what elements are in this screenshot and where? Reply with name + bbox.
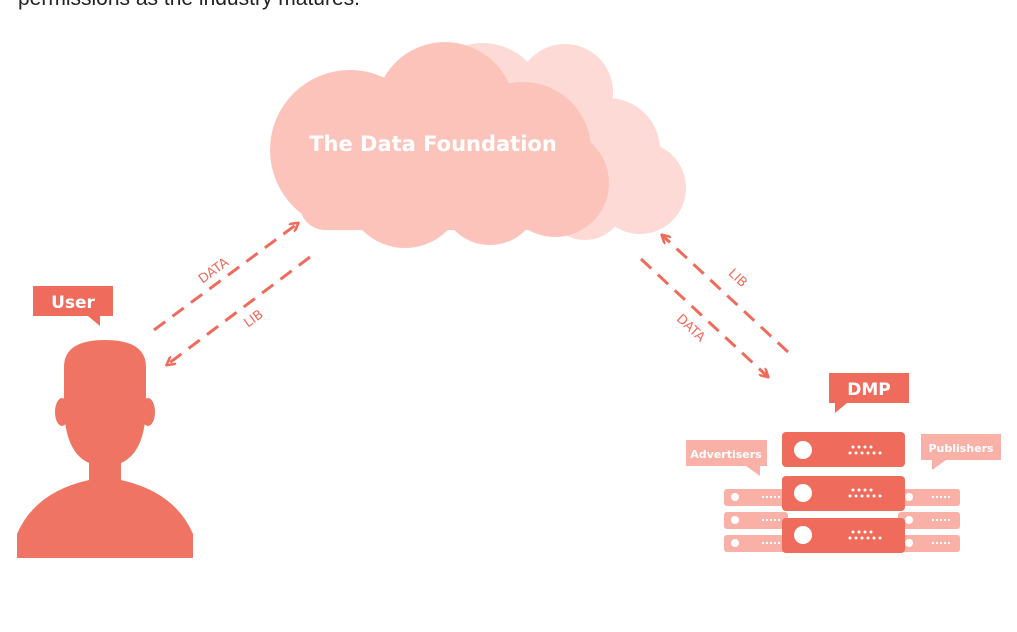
arrow-label-user-data: DATA xyxy=(196,255,232,287)
caption-text: permissions as the industry matures. xyxy=(18,0,360,11)
arrow-label-dmp-lib: LIB xyxy=(725,266,750,291)
user-silhouette-icon xyxy=(17,340,193,558)
advertiser-server-stack xyxy=(724,489,788,552)
arrow-label-dmp-data: DATA xyxy=(673,312,708,346)
advertisers-callout: Advertisers xyxy=(686,440,767,476)
publishers-callout: Publishers xyxy=(921,434,1001,470)
dmp-server-stack-icon xyxy=(782,432,905,553)
arrow-dmp-to-cloud xyxy=(663,236,790,354)
arrow-cloud-to-dmp xyxy=(639,257,767,376)
arrow-user-to-cloud xyxy=(153,224,297,332)
publisher-server-stack xyxy=(898,489,960,552)
publishers-label: Publishers xyxy=(928,442,994,455)
cloud-front xyxy=(270,42,609,248)
user-label: User xyxy=(51,293,95,313)
advertisers-label: Advertisers xyxy=(690,448,762,461)
user-callout: User xyxy=(33,286,113,326)
arrow-cloud-to-user xyxy=(168,255,311,364)
arrow-label-user-lib: LIB xyxy=(241,307,266,331)
dmp-callout: DMP xyxy=(829,373,909,413)
cloud-label: The Data Foundation xyxy=(309,132,557,156)
dmp-label: DMP xyxy=(847,380,891,400)
